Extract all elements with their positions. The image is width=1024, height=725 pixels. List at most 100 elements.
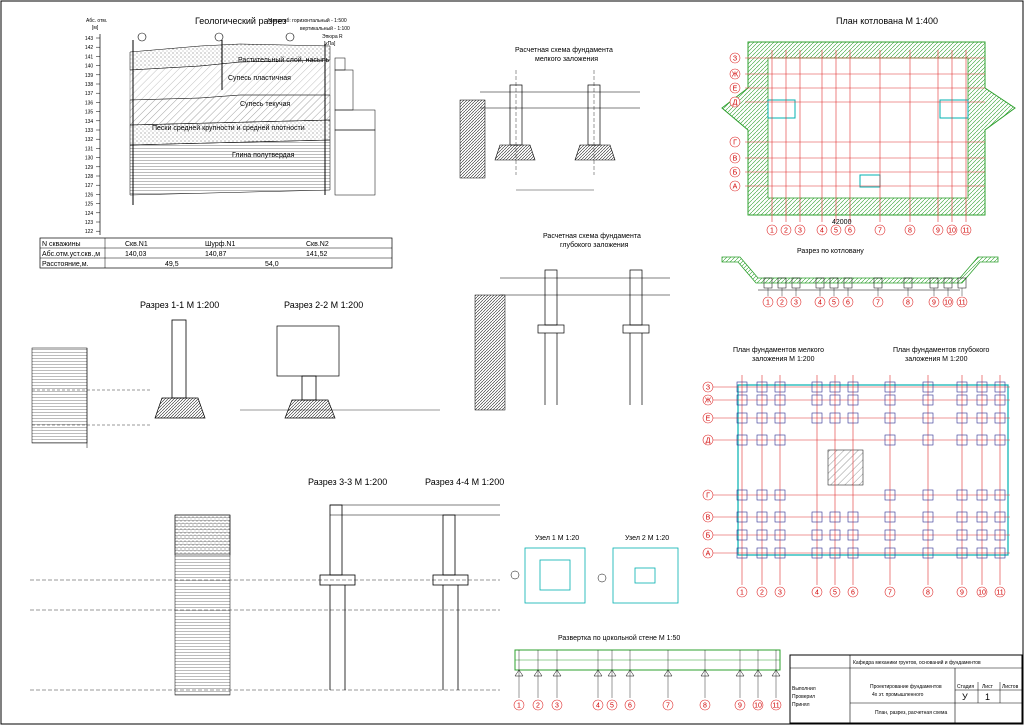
pit-col-axis: 3 <box>798 228 802 235</box>
pit-overall-dim: 42000 <box>832 219 852 226</box>
geo-abs-unit: [м] <box>92 25 99 31</box>
stamp-sheet-label: Лист <box>982 684 994 690</box>
stamp-sheet: 1 <box>985 692 990 702</box>
stamp-role-3: Принял <box>792 702 810 708</box>
section-1-1: Разрез 1-1 М 1:200 <box>31 300 219 448</box>
shallow-scheme-title-2: мелкого заложения <box>535 56 598 63</box>
geo-mark-3: 141,52 <box>306 251 328 258</box>
shallow-scheme-title-1: Расчетная схема фундамента <box>515 47 613 54</box>
pit-section-axis: 10 <box>944 300 952 307</box>
layer-label-5: Глина полутвердая <box>232 152 295 159</box>
pit-col-axis: 4 <box>820 228 824 235</box>
fplan-row-axis: Д <box>706 438 711 445</box>
geo-well-2: Шурф.N1 <box>205 241 235 248</box>
shallow-plan-title-2: заложения М 1:200 <box>752 356 815 363</box>
elevation-label: 124 <box>85 211 94 217</box>
stamp-project-1: Проектирование фундаментов <box>870 684 942 690</box>
pit-section-axis: 3 <box>794 300 798 307</box>
wall-dev-axis: 1 <box>517 703 521 710</box>
geo-abs-label: Абс. отм. <box>86 18 107 24</box>
pit-row-axis: Г <box>733 140 737 147</box>
geo-row-distance: Расстояние,м. <box>42 261 89 268</box>
elevation-label: 139 <box>85 73 94 79</box>
deep-scheme-title-2: глубокого заложения <box>560 241 629 249</box>
fplan-col-axis: 2 <box>760 590 764 597</box>
fplan-row-axis: А <box>706 551 711 558</box>
section-1-1-title: Разрез 1-1 М 1:200 <box>140 300 219 310</box>
elevation-label: 140 <box>85 64 94 70</box>
pit-col-axis: 8 <box>908 228 912 235</box>
wall-dev-axis: 9 <box>738 703 742 710</box>
deep-foundation-scheme: Расчетная схема фундамента глубокого зал… <box>474 233 670 411</box>
elevation-label: 143 <box>85 36 94 42</box>
wall-dev-axis: 3 <box>555 703 559 710</box>
pit-section-axis: 4 <box>818 300 822 307</box>
pit-section-axis: 7 <box>876 300 880 307</box>
shallow-foundation-scheme: Расчетная схема фундамента мелкого залож… <box>459 47 640 191</box>
wall-dev-axis: 5 <box>610 703 614 710</box>
node-2: Узел 2 М 1:20 <box>597 535 679 604</box>
shallow-plan-title-1: План фундаментов мелкого <box>733 347 824 354</box>
elevation-label: 136 <box>85 100 94 106</box>
geo-section-title: Геологический разрез <box>195 16 286 26</box>
elevation-label: 131 <box>85 146 94 152</box>
pit-section-title: Разрез по котловану <box>797 248 864 255</box>
pit-col-axis: 9 <box>936 228 940 235</box>
geo-table: N скважины Абс.отм.уст.скв.,м Расстояние… <box>39 237 393 269</box>
elevation-label: 135 <box>85 110 94 116</box>
layer-label-4: Пески средней крупности и средней плотно… <box>152 124 305 132</box>
elevation-label: 123 <box>85 220 94 226</box>
geo-mark-1: 140,03 <box>125 251 147 258</box>
fplan-row-axis: Ж <box>705 398 712 405</box>
wall-dev-axis: 2 <box>536 703 540 710</box>
pit-col-axis: 6 <box>848 228 852 235</box>
wall-dev-axis: 10 <box>754 703 762 710</box>
geo-row-mark: Абс.отм.уст.скв.,м <box>42 250 100 258</box>
stamp-sheet-desc: План, разрез, расчетная схема <box>875 710 947 716</box>
geo-scale-horizontal: Масштаб: горизонтальный - 1:500 <box>268 17 347 24</box>
fplan-row-axis: З <box>706 385 710 392</box>
elevation-label: 138 <box>85 82 94 88</box>
geo-epure-label: Эпюра R <box>322 34 343 40</box>
stamp-sheets-label: Листов <box>1002 684 1019 690</box>
section-4-4-title: Разрез 4-4 М 1:200 <box>425 477 504 487</box>
pit-section-axis: 8 <box>906 300 910 307</box>
fplan-row-axis: Г <box>706 493 710 500</box>
fplan-row-axis: Б <box>706 533 711 540</box>
pit-section-axis: 6 <box>846 300 850 307</box>
geo-well-1: Скв.N1 <box>125 241 148 248</box>
section-2-2: Разрез 2-2 М 1:200 <box>240 300 440 419</box>
geo-scale-vertical: вертикальный - 1:100 <box>300 25 350 32</box>
geological-section: Геологический разрез Масштаб: горизонтал… <box>39 16 393 269</box>
elevation-label: 122 <box>85 229 94 235</box>
fplan-row-axis: В <box>706 515 711 522</box>
fplan-col-axis: 8 <box>926 590 930 597</box>
pit-col-axis: 5 <box>834 228 838 235</box>
elevation-label: 129 <box>85 165 94 171</box>
fplan-col-axis: 10 <box>978 590 986 597</box>
fplan-col-axis: 11 <box>996 590 1003 597</box>
wall-dev-axis: 4 <box>596 703 600 710</box>
section-2-2-title: Разрез 2-2 М 1:200 <box>284 300 363 310</box>
elevation-label: 130 <box>85 156 94 162</box>
elevation-label: 142 <box>85 45 94 51</box>
title-block: Кафедра механики грунтов, оснований и фу… <box>789 654 1023 724</box>
node-1-title: Узел 1 М 1:20 <box>535 535 579 542</box>
geo-elevation-scale: 1431421411401391381371361351341331321311… <box>85 36 100 235</box>
stamp-stage-label: Стадия <box>957 684 974 690</box>
pit-row-axis: Б <box>733 170 738 177</box>
pit-row-axis: Е <box>733 86 738 93</box>
section-3-3: Разрез 3-3 М 1:200 <box>30 477 500 696</box>
pit-section-axis: 11 <box>958 300 965 307</box>
elevation-label: 132 <box>85 137 94 143</box>
layer-label-1: Растительный слой, насыпь <box>238 56 330 64</box>
section-3-3-title: Разрез 3-3 М 1:200 <box>308 477 387 487</box>
wall-dev-axis: 11 <box>772 703 779 710</box>
elevation-label: 133 <box>85 128 94 134</box>
elevation-label: 125 <box>85 202 94 208</box>
